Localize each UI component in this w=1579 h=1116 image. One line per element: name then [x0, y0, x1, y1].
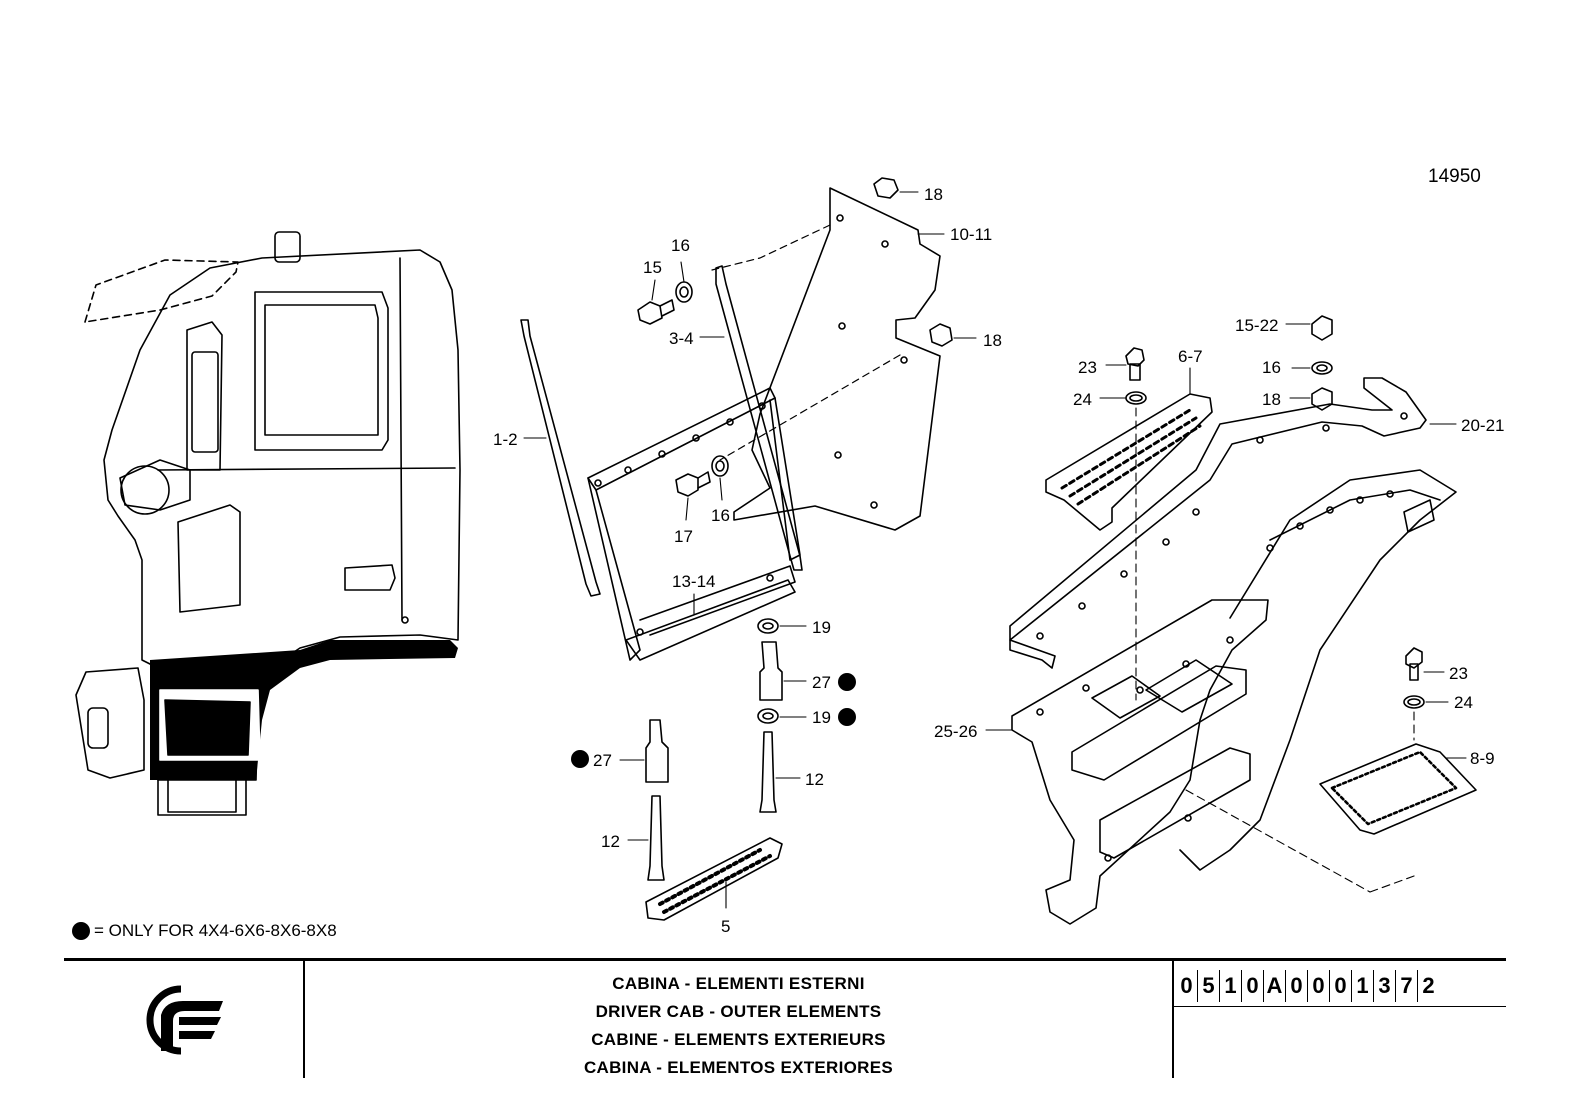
callout-label: 23	[1078, 358, 1097, 377]
exploded-parts-diagram	[75, 177, 1477, 925]
variant-marker	[571, 750, 589, 768]
title-italian: CABINA - ELEMENTI ESTERNI	[612, 974, 865, 993]
code-char: 0	[1308, 970, 1330, 1002]
callout-label: 23	[1449, 664, 1468, 683]
callout-label: 10-11	[950, 225, 993, 244]
truck-cab-illustration	[75, 231, 461, 816]
mudguard-plate	[711, 187, 941, 531]
code-char: 1	[1352, 970, 1374, 1002]
callout-label: 13-14	[672, 572, 716, 591]
code-char: 3	[1374, 970, 1396, 1002]
callout-label: 12	[601, 832, 620, 851]
hardware-parts	[637, 177, 953, 921]
legend: = ONLY FOR 4X4-6X6-8X6-8X8	[72, 921, 337, 941]
callout-label: 19	[812, 618, 831, 637]
legend-dot-icon	[72, 922, 90, 940]
callout-label: 16	[711, 506, 730, 525]
callout-label: 19	[812, 708, 831, 727]
brand-logo-icon	[146, 985, 223, 1055]
code-char: 2	[1422, 973, 1435, 998]
code-char: 0	[1242, 970, 1264, 1002]
callout-label: 18	[1262, 390, 1281, 409]
callout-label: 3-4	[669, 329, 694, 348]
bracket-assembly	[520, 265, 803, 661]
title-block-divider	[303, 960, 305, 1078]
title-english: DRIVER CAB - OUTER ELEMENTS	[595, 1002, 882, 1021]
code-underline	[1174, 1006, 1506, 1007]
callout-label: 20-21	[1461, 416, 1505, 435]
callout-label: 8-9	[1470, 749, 1495, 768]
callout-label: 5	[721, 917, 731, 936]
code-char: 5	[1198, 970, 1220, 1002]
callout-label: 16	[1262, 358, 1281, 377]
code-char: 0	[1286, 970, 1308, 1002]
callout-label: 25-26	[934, 722, 978, 741]
callout-label: 27	[812, 673, 831, 692]
variant-marker	[838, 708, 856, 726]
callout-label: 27	[593, 751, 612, 770]
code-char: 0	[1176, 970, 1198, 1002]
callout-label: 15-22	[1235, 316, 1279, 335]
drawing-number: 14950	[1428, 166, 1481, 187]
title-block-titles: CABINA - ELEMENTI ESTERNI DRIVER CAB - O…	[305, 970, 1172, 1082]
callout-label: 18	[983, 331, 1002, 350]
callout-label: 24	[1454, 693, 1473, 712]
document-code: 0 5 1 0 A 0 0 0 1 3 7 2	[1176, 970, 1439, 1002]
callout-label: 17	[674, 527, 693, 546]
callout-label: 16	[671, 236, 690, 255]
title-block-divider	[1172, 960, 1174, 1078]
code-char: 0	[1330, 970, 1352, 1002]
code-char: 1	[1220, 970, 1242, 1002]
code-char: 7	[1396, 970, 1418, 1002]
callout-label: 18	[924, 185, 943, 204]
callout-label: 6-7	[1178, 347, 1203, 366]
title-spanish: CABINA - ELEMENTOS EXTERIORES	[583, 1058, 894, 1077]
title-french: CABINE - ELEMENTS EXTERIEURS	[591, 1030, 886, 1049]
callout-label: 15	[643, 258, 662, 277]
step-assembly	[1009, 315, 1477, 925]
code-char: A	[1264, 970, 1286, 1002]
callout-label: 12	[805, 770, 824, 789]
title-block-border	[64, 958, 1506, 961]
variant-marker	[838, 673, 856, 691]
callout-label: 1-2	[493, 430, 518, 449]
leader-lines	[523, 191, 1467, 909]
callout-label: 24	[1073, 390, 1092, 409]
legend-text: = ONLY FOR 4X4-6X6-8X6-8X8	[94, 921, 337, 940]
